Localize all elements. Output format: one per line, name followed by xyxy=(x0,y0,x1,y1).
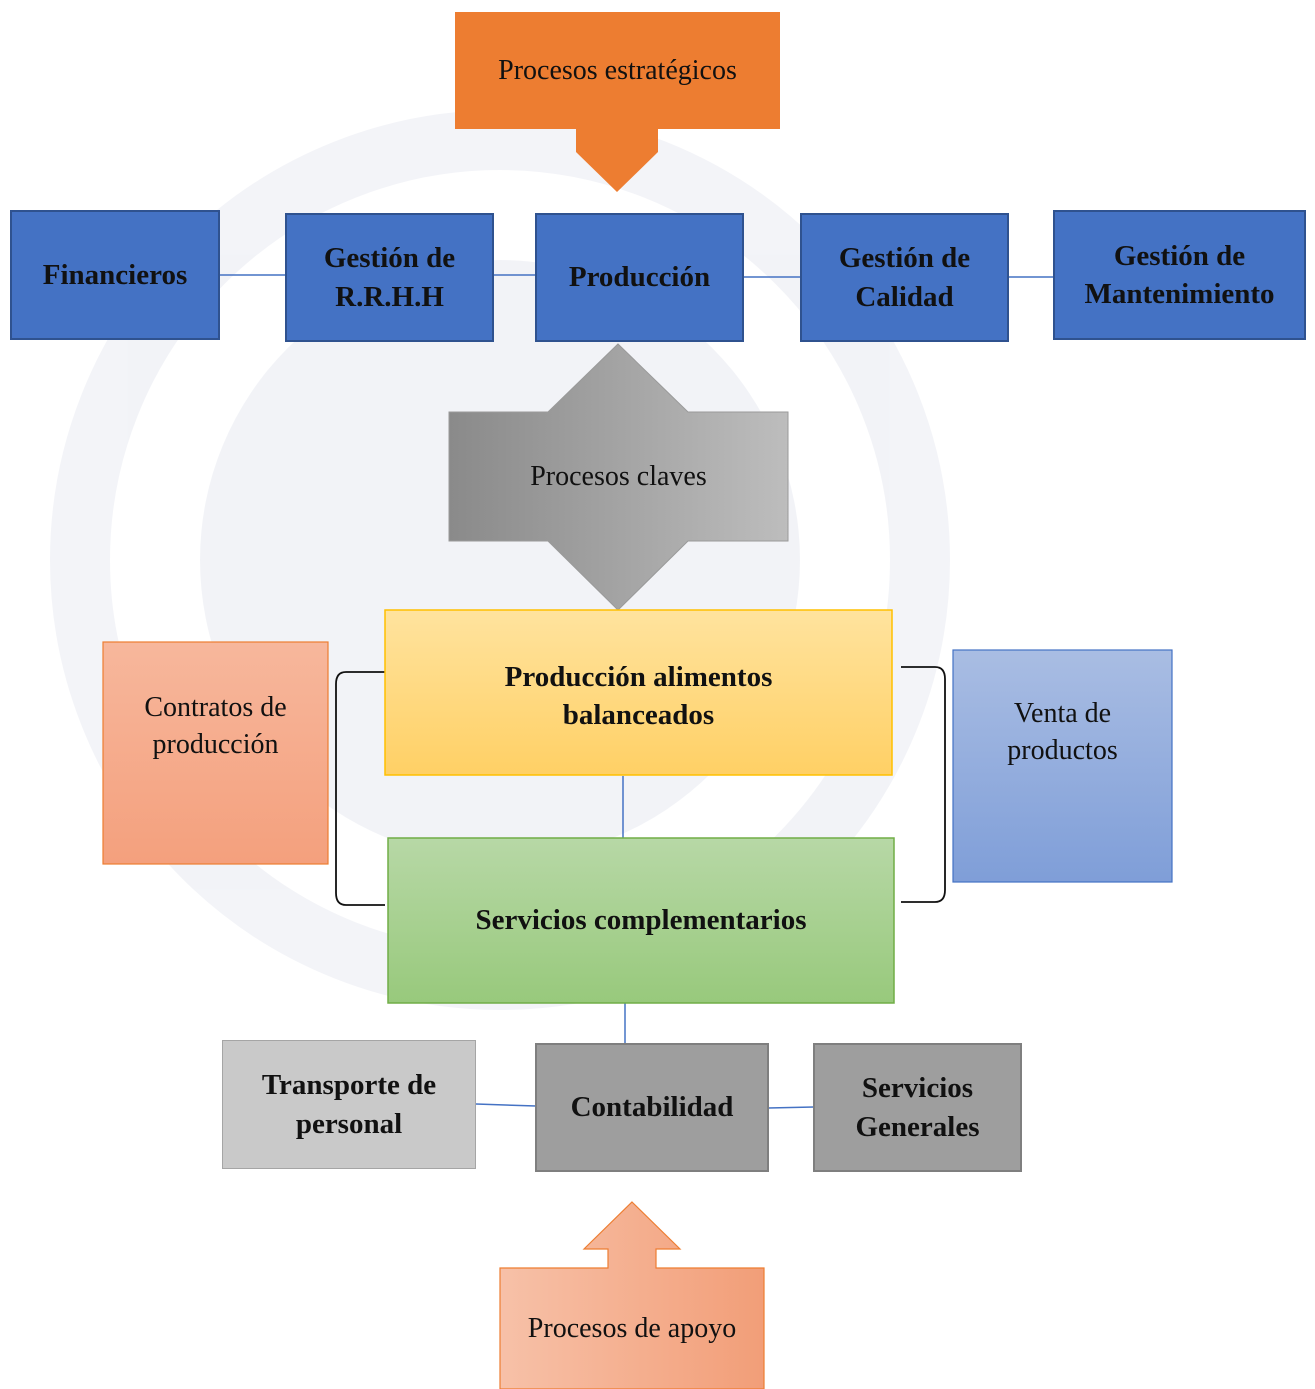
contracts-box-bg xyxy=(102,641,329,865)
node-gestion-calidad-label: Gestión de Calidad xyxy=(838,242,971,313)
strategic-arrow xyxy=(455,12,780,192)
node-servicios-complementarios: Servicios complementarios xyxy=(388,838,894,1003)
node-contratos-produccion: Contratos de producción xyxy=(103,642,328,864)
node-gestion-rrhh: Gestión de R.R.H.H xyxy=(285,213,494,342)
support-arrow xyxy=(499,1201,765,1389)
node-financieros-label: Financieros xyxy=(42,258,188,291)
key-processes-label: Procesos claves xyxy=(449,412,788,541)
right-bracket xyxy=(901,666,946,903)
node-servicios-generales-label: Servicios Generales xyxy=(855,1072,980,1143)
node-produccion-label: Producción xyxy=(568,261,711,294)
node-venta-productos-label: Venta de productos xyxy=(1007,698,1118,766)
node-gestion-calidad: Gestión de Calidad xyxy=(800,213,1009,342)
top-row-connectors xyxy=(219,274,1054,278)
node-financieros: Financieros xyxy=(10,210,220,340)
node-gestion-mantenimiento: Gestión de Mantenimiento xyxy=(1053,210,1306,340)
support-processes-text: Procesos de apoyo xyxy=(527,1312,737,1344)
node-transporte-personal-label: Transporte de personal xyxy=(261,1069,437,1140)
sales-box-bg xyxy=(952,649,1173,883)
support-processes-label: Procesos de apoyo xyxy=(500,1268,764,1389)
node-servicios-generales: Servicios Generales xyxy=(813,1043,1022,1172)
node-contabilidad: Contabilidad xyxy=(535,1043,769,1172)
strategic-processes-text: Procesos estratégicos xyxy=(498,54,737,86)
node-servicios-complementarios-label: Servicios complementarios xyxy=(475,904,807,937)
bottom-row-connectors xyxy=(475,1103,815,1109)
node-contabilidad-label: Contabilidad xyxy=(570,1091,734,1124)
services-box-bg xyxy=(387,837,895,1004)
node-contratos-produccion-label: Contratos de producción xyxy=(144,692,287,760)
strategic-processes-label: Procesos estratégicos xyxy=(455,12,780,129)
node-produccion-alimentos: Producción alimentos balanceados xyxy=(385,610,892,775)
node-produccion-alimentos-label: Producción alimentos balanceados xyxy=(504,661,773,732)
key-processes-text: Procesos claves xyxy=(530,460,707,492)
node-produccion: Producción xyxy=(535,213,744,342)
left-bracket xyxy=(335,671,385,906)
node-gestion-mantenimiento-label: Gestión de Mantenimiento xyxy=(1084,239,1275,310)
node-transporte-personal: Transporte de personal xyxy=(222,1040,476,1169)
production-box-bg xyxy=(384,609,893,776)
node-venta-productos: Venta de productos xyxy=(953,650,1172,882)
node-gestion-rrhh-label: Gestión de R.R.H.H xyxy=(323,242,456,313)
